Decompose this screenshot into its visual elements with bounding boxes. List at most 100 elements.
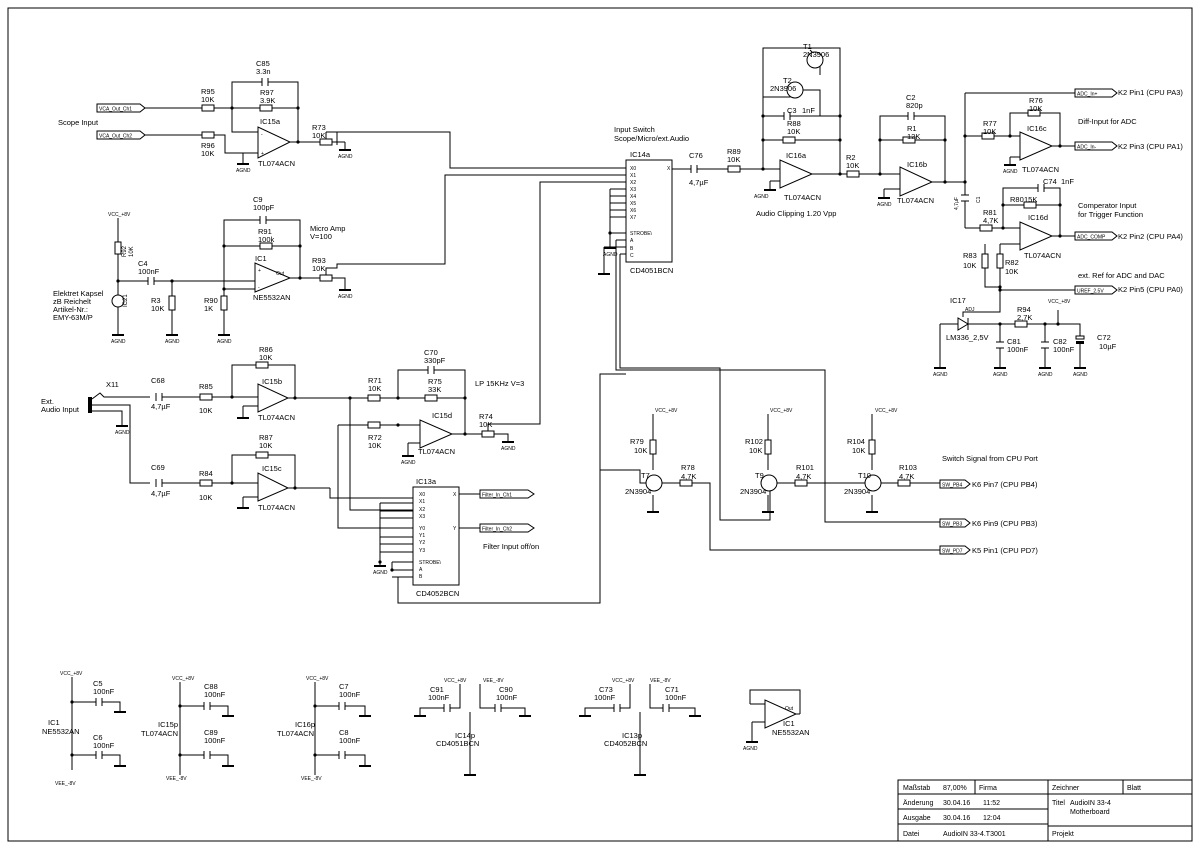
svg-text:X5: X5 xyxy=(630,201,636,207)
resistor-r84 xyxy=(199,479,213,487)
svg-text:CD4051BCN: CD4051BCN xyxy=(630,266,673,275)
svg-text:K6 Pin7 (CPU PB4): K6 Pin7 (CPU PB4) xyxy=(972,480,1038,489)
svg-text:AGND: AGND xyxy=(1073,372,1088,378)
svg-text:ADJ: ADJ xyxy=(965,307,975,313)
svg-text:VCC_+8V: VCC_+8V xyxy=(108,212,131,218)
svg-text:K2 Pin1 (CPU PA3): K2 Pin1 (CPU PA3) xyxy=(1118,88,1183,97)
svg-text:K6 Pin9 (CPU PB3): K6 Pin9 (CPU PB3) xyxy=(972,519,1038,528)
svg-text:NE5532AN: NE5532AN xyxy=(42,727,80,736)
svg-text:A: A xyxy=(419,567,423,573)
svg-text:C8: C8 xyxy=(339,728,349,737)
svg-text:IC16d: IC16d xyxy=(1028,213,1048,222)
svg-text:10K: 10K xyxy=(983,127,996,136)
svg-text:Micro Amp: Micro Amp xyxy=(310,224,345,233)
svg-text:IC14a: IC14a xyxy=(630,150,651,159)
resistor-r3 xyxy=(168,295,176,311)
svg-text:Out: Out xyxy=(276,271,285,277)
svg-text:R97: R97 xyxy=(260,88,274,97)
svg-text:Diff-Input for ADC: Diff-Input for ADC xyxy=(1078,117,1137,126)
svg-text:4,7µF: 4,7µF xyxy=(151,489,171,498)
resistor-r78 xyxy=(679,479,693,487)
svg-text:R2: R2 xyxy=(846,153,856,162)
svg-text:IC17: IC17 xyxy=(950,296,966,305)
svg-text:IC1: IC1 xyxy=(783,719,795,728)
svg-text:Comperator Input: Comperator Input xyxy=(1078,201,1137,210)
svg-text:4,7K: 4,7K xyxy=(899,472,914,481)
svg-text:10K: 10K xyxy=(1005,267,1018,276)
input-mux-ic14a: Input Switch Scope/Micro/ext.Audio IC14a… xyxy=(598,125,880,521)
svg-text:IC13p: IC13p xyxy=(622,731,642,740)
resistor-r94 xyxy=(1014,320,1028,328)
svg-text:TL074ACN: TL074ACN xyxy=(418,447,455,456)
svg-text:X4: X4 xyxy=(630,194,636,200)
svg-text:Titel: Titel xyxy=(1052,800,1065,807)
svg-text:330pF: 330pF xyxy=(424,356,446,365)
svg-text:2N3906: 2N3906 xyxy=(803,50,829,59)
opamp-ic16c xyxy=(1019,131,1054,161)
svg-text:Projekt: Projekt xyxy=(1052,831,1074,838)
svg-text:IC15b: IC15b xyxy=(262,377,282,386)
opamp-ic15d xyxy=(419,419,454,449)
resistor-r90 xyxy=(220,295,228,311)
svg-text:2,7K: 2,7K xyxy=(1017,313,1032,322)
svg-text:zB Reichelt: zB Reichelt xyxy=(53,297,92,306)
svg-text:IC15c: IC15c xyxy=(262,464,282,473)
svg-text:R88: R88 xyxy=(787,119,801,128)
transistor-t9 xyxy=(760,474,778,492)
svg-text:100nF: 100nF xyxy=(496,693,518,702)
svg-text:C6: C6 xyxy=(93,733,103,742)
svg-text:VCC_+8V: VCC_+8V xyxy=(770,408,793,414)
svg-text:X2: X2 xyxy=(419,507,425,513)
resistor-r101 xyxy=(794,479,808,487)
svg-text:NE5532AN: NE5532AN xyxy=(772,728,810,737)
svg-text:Audio Clipping 1.20 Vpp: Audio Clipping 1.20 Vpp xyxy=(756,209,836,218)
svg-text:C88: C88 xyxy=(204,682,218,691)
svg-text:Scope/Micro/ext.Audio: Scope/Micro/ext.Audio xyxy=(614,134,689,143)
svg-text:87,00%: 87,00% xyxy=(943,785,967,792)
net-sw-pd7: SW_PD7 xyxy=(942,549,963,555)
svg-text:1nF: 1nF xyxy=(802,106,815,115)
svg-text:K5 Pin1 (CPU PD7): K5 Pin1 (CPU PD7) xyxy=(972,546,1038,555)
svg-text:AGND: AGND xyxy=(933,372,948,378)
net-sw-pb4: SW_PB4 xyxy=(942,483,963,489)
svg-text:2N3904: 2N3904 xyxy=(625,487,651,496)
svg-text:X7: X7 xyxy=(630,215,636,221)
svg-text:10K: 10K xyxy=(312,131,325,140)
svg-text:TL074ACN: TL074ACN xyxy=(1022,165,1059,174)
svg-text:10K: 10K xyxy=(479,420,492,429)
svg-text:100pF: 100pF xyxy=(253,203,275,212)
svg-text:Ext.: Ext. xyxy=(41,397,54,406)
svg-text:C71: C71 xyxy=(665,685,679,694)
svg-text:C76: C76 xyxy=(689,151,703,160)
svg-text:10K: 10K xyxy=(199,406,212,415)
svg-text:STROBE\: STROBE\ xyxy=(630,231,653,237)
svg-text:2N3906: 2N3906 xyxy=(770,84,796,93)
svg-text:A: A xyxy=(630,238,634,244)
svg-text:C7: C7 xyxy=(339,682,349,691)
svg-text:R83: R83 xyxy=(963,251,977,260)
svg-text:Maßstab: Maßstab xyxy=(903,785,930,792)
svg-text:10K: 10K xyxy=(846,161,859,170)
svg-text:K2 Pin3 (CPU PA1): K2 Pin3 (CPU PA1) xyxy=(1118,142,1183,151)
svg-text:Y0: Y0 xyxy=(419,526,425,532)
potentiometer-r93 xyxy=(319,274,333,282)
opamp-ic1-unused xyxy=(764,699,798,729)
svg-text:10K: 10K xyxy=(852,446,865,455)
svg-text:T9: T9 xyxy=(755,471,764,480)
svg-text:10K: 10K xyxy=(787,127,800,136)
svg-text:TL074ACN: TL074ACN xyxy=(1024,251,1061,260)
junction-dots xyxy=(70,106,1062,757)
audio-jack-x11 xyxy=(88,397,92,413)
svg-text:VEE_-8V: VEE_-8V xyxy=(301,776,322,782)
scope-input-label: Scope Input xyxy=(58,118,99,127)
opamp-ic15a xyxy=(257,126,292,159)
svg-text:X1: X1 xyxy=(419,499,425,505)
svg-text:AGND: AGND xyxy=(501,446,516,452)
svg-text:IC15a: IC15a xyxy=(260,117,281,126)
svg-text:TL074ACN: TL074ACN xyxy=(141,729,178,738)
resistor-r95 xyxy=(201,104,215,112)
svg-text:AGND: AGND xyxy=(115,430,130,436)
svg-text:T1: T1 xyxy=(803,42,812,51)
svg-text:Out: Out xyxy=(785,706,794,712)
